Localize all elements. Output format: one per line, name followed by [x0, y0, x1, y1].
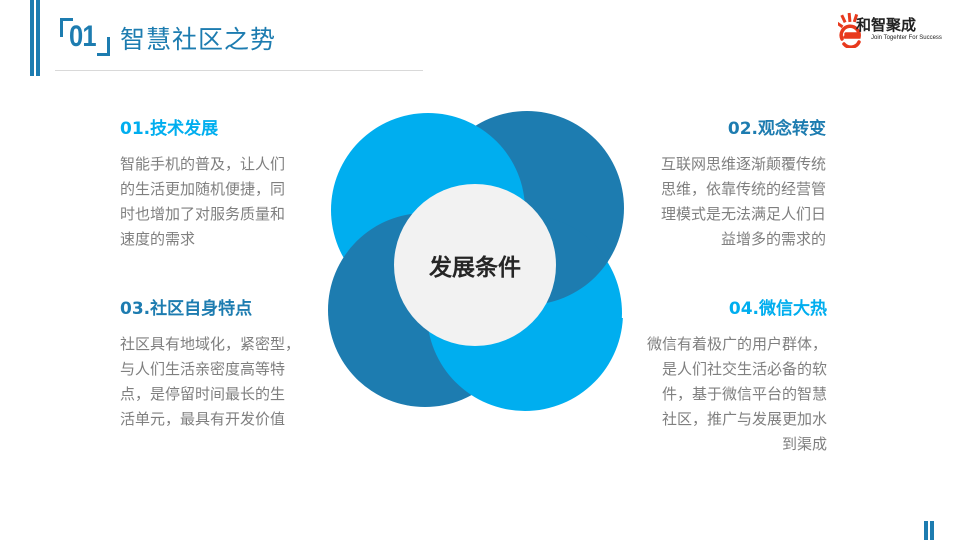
section-number-badge: 01 [58, 16, 110, 60]
condition-block-1: 01.技术发展 智能手机的普及，让人们 的生活更加随机便捷，同 时也增加了对服务… [120, 118, 310, 252]
condition-block-2: 02.观念转变 互联网思维逐渐颠覆传统 思维，依靠传统的经营管 理模式是无法满足… [636, 118, 826, 252]
bracket-bottom-right-icon [97, 37, 110, 56]
page-header: 01 智慧社区之势 [58, 16, 276, 60]
condition-description: 智能手机的普及，让人们 的生活更加随机便捷，同 时也增加了对服务质量和 速度的需… [120, 155, 286, 248]
company-logo: 和智聚成 Join Togehter For Success [838, 12, 948, 52]
center-label: 发展条件 [429, 255, 521, 281]
decorative-bar-bottom-right-2 [930, 521, 934, 540]
decorative-bar-bottom-right-1 [924, 521, 928, 540]
condition-title: 02.观念转变 [727, 119, 826, 139]
condition-title: 04.微信大热 [728, 299, 827, 319]
condition-block-4: 04.微信大热 微信有着极广的用户群体， 是人们社交生活必备的软 件，基于微信平… [630, 298, 827, 457]
condition-description: 互联网思维逐渐颠覆传统 思维，依靠传统的经营管 理模式是无法满足人们日 益增多的… [660, 155, 826, 248]
title-divider [55, 70, 423, 71]
condition-title: 03.社区自身特点 [120, 299, 253, 319]
condition-title: 01.技术发展 [120, 119, 219, 139]
page-title: 智慧社区之势 [120, 25, 277, 54]
overlapping-circles-diagram [328, 111, 624, 411]
section-number: 01 [69, 20, 97, 53]
e-sunburst-logo-icon [838, 12, 861, 48]
condition-description: 社区具有地域化，紧密型， 与人们生活亲密度高等特 点，是停留时间最长的生 活单元… [120, 335, 301, 428]
condition-description: 微信有着极广的用户群体， 是人们社交生活必备的软 件，基于微信平台的智慧 社区，… [646, 335, 827, 453]
condition-block-3: 03.社区自身特点 社区具有地域化，紧密型， 与人们生活亲密度高等特 点，是停留… [120, 298, 310, 432]
bracket-top-left-icon [60, 18, 73, 37]
center-circle [394, 184, 556, 346]
logo-slogan: Join Togehter For Success [871, 35, 942, 41]
decorative-bar-left-2 [36, 0, 40, 76]
logo-name: 和智聚成 [856, 16, 917, 34]
decorative-bar-left-1 [30, 0, 34, 76]
